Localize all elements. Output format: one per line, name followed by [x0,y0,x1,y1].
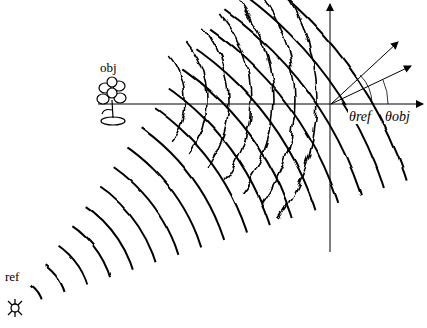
reference-source [8,299,22,317]
angle-label: θobj [384,110,411,124]
angle-arc [383,80,388,104]
object-figure [97,77,126,125]
angle-label: θref [348,110,372,124]
angle-arc [360,75,372,104]
object-wavefronts [0,0,317,302]
reference-label: ref [5,270,19,283]
object-label: obj [100,61,117,74]
object-direction [331,66,411,104]
reference-direction [331,42,398,104]
